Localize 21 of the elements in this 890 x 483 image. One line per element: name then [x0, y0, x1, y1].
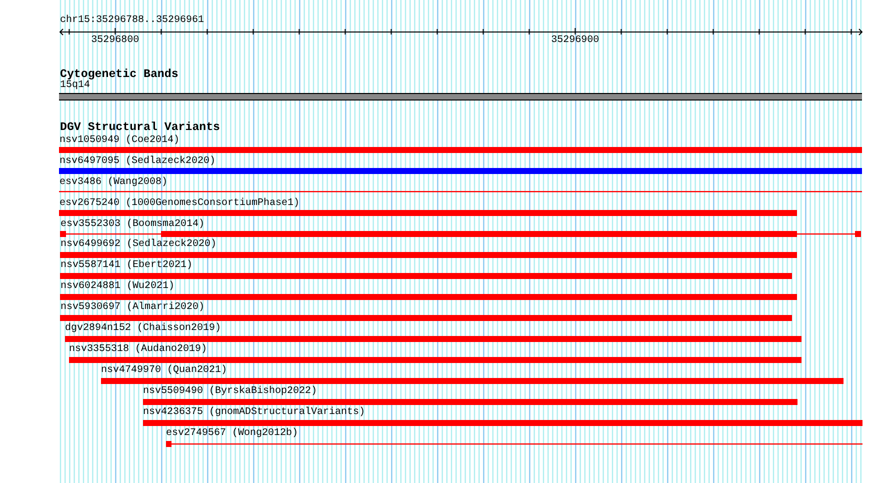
track-title: DGV Structural Variants: [60, 120, 220, 134]
track-title: Cytogenetic Bands: [60, 68, 178, 80]
variant-label: nsv5509490 (ByrskaBishop2022): [143, 386, 318, 398]
variant-label: nsv6497095 (Sedlazeck2020): [60, 156, 216, 168]
coordinate-range-label: chr15:35296788..35296961: [60, 15, 204, 27]
variant-label: esv2749567 (Wong2012b): [166, 428, 298, 440]
variant-label: nsv4749970 (Quan2021): [101, 365, 228, 378]
variant-label: esv3552303 (Boomsma2014): [60, 218, 205, 230]
variant-label: nsv4236375 (gnomADStructuralVariants): [143, 407, 366, 420]
position-label: 35296900: [551, 34, 600, 47]
variant-label: nsv6024881 (Wu2021): [60, 281, 175, 294]
variant-label: nsv1050949 (Coe2014): [60, 134, 180, 147]
band-label: 15q14: [60, 80, 90, 92]
variant-label: nsv6499692 (Sedlazeck2020): [60, 239, 217, 252]
variant-label: nsv5930697 (Almarri2020): [60, 302, 205, 314]
position-label: 35296800: [91, 34, 140, 47]
variant-label: dgv2894n152 (Chaisson2019): [65, 323, 222, 336]
variant-label: esv2675240 (1000GenomesConsortiumPhase1): [60, 198, 300, 210]
variant-label: nsv3355318 (Audano2019): [69, 344, 208, 356]
variant-label: esv3486 (Wang2008): [60, 176, 168, 189]
variant-label: nsv5587141 (Ebert2021): [60, 260, 193, 272]
